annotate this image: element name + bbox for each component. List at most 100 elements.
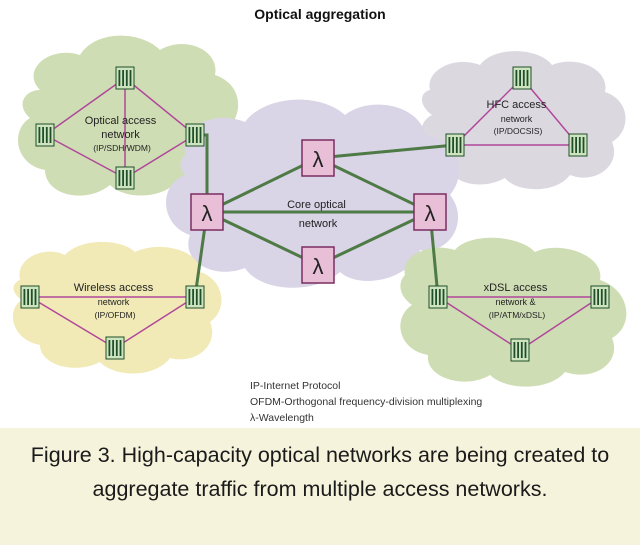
node-stripe — [112, 340, 114, 356]
xdsl-label: xDSL access network & (IP/ATM/xDSL) — [484, 282, 551, 320]
node-stripe — [49, 127, 52, 143]
node-hfc-top — [512, 66, 532, 90]
network-node-icon — [445, 133, 465, 157]
network-diagram: λ λ λ λ Optical access network (IP/SDH/W… — [12, 35, 627, 387]
link-xdsl-left-bottom — [437, 296, 521, 351]
lambda-switch-icon — [301, 246, 335, 284]
xdsl-cloud — [400, 237, 627, 387]
node-stripe — [593, 289, 596, 305]
node-stripe — [199, 289, 202, 305]
figure-caption: Figure 3. High-capacity optical networks… — [30, 443, 610, 501]
node-stripe — [122, 70, 124, 86]
node-stripe — [442, 289, 445, 305]
node-stripe — [604, 289, 607, 305]
lambda-switch-icon — [190, 193, 224, 231]
network-node-icon — [115, 66, 135, 90]
node-stripe — [42, 127, 44, 143]
link-core-top-right — [317, 156, 431, 214]
node-xdsl-left — [428, 285, 448, 309]
network-node-icon — [105, 336, 125, 360]
lambda-symbol: λ — [313, 147, 324, 172]
node-stripe — [115, 340, 118, 356]
node-stripe — [118, 70, 121, 86]
node-hfc-left — [445, 133, 465, 157]
node-stripe — [438, 289, 441, 305]
network-node-icon — [568, 133, 588, 157]
node-stripe — [515, 70, 518, 86]
diagram-title: Optical aggregation — [254, 6, 386, 22]
caption-band — [0, 428, 640, 545]
node-stripe — [122, 170, 124, 186]
wireless-label-line: Wireless access — [74, 282, 154, 294]
optical-access-label-line: (IP/SDH/WDM) — [93, 143, 151, 153]
node-stripe — [571, 137, 574, 153]
link-core-left-bottom — [206, 210, 319, 267]
xdsl-label-line: xDSL access — [484, 282, 548, 294]
link-oa-top-right — [124, 77, 196, 136]
node-stripe — [23, 289, 26, 305]
node-stripe — [517, 342, 519, 358]
access-links — [29, 77, 601, 351]
network-node-icon — [510, 338, 530, 362]
node-stripe — [129, 170, 132, 186]
node-stripe — [195, 127, 198, 143]
node-stripe — [520, 342, 523, 358]
node-stripe — [452, 137, 454, 153]
legend-item-wavelength: λ-Wavelength — [250, 412, 314, 424]
legend-item-ofdm: OFDM-Orthogonal frequency-division multi… — [250, 396, 483, 408]
node-oa-left — [35, 123, 55, 147]
network-node-icon — [512, 66, 532, 90]
link-trunk-hfc — [317, 143, 456, 160]
core-label: Core optical network — [287, 199, 349, 230]
node-wl-left — [20, 285, 40, 309]
hfc-label-line: (IP/DOCSIS) — [494, 126, 543, 136]
node-stripe — [188, 289, 191, 305]
node-stripe — [192, 289, 194, 305]
lambda-symbol: λ — [202, 201, 213, 226]
node-stripe — [578, 137, 581, 153]
wireless-label-line: network — [98, 297, 130, 307]
node-oa-right — [185, 123, 205, 147]
node-stripe — [526, 70, 529, 86]
optical-access-label-line: Optical access — [85, 115, 157, 127]
node-stripe — [199, 127, 202, 143]
node-xdsl-bottom — [510, 338, 530, 362]
node-stripe — [192, 127, 194, 143]
hfc-label-line: network — [501, 114, 533, 124]
node-stripe — [431, 289, 434, 305]
node-stripe — [27, 289, 29, 305]
lambda-switch-top: λ — [301, 139, 335, 177]
optical-access-label: Optical access network (IP/SDH/WDM) — [85, 115, 160, 153]
hfc-label-line: HFC access — [487, 99, 547, 111]
network-node-icon — [185, 285, 205, 309]
node-stripe — [600, 289, 603, 305]
node-stripe — [45, 127, 48, 143]
xdsl-label-line: (IP/ATM/xDSL) — [489, 310, 546, 320]
node-stripe — [108, 340, 111, 356]
network-nodes — [20, 66, 610, 362]
wireless-label-line: (IP/OFDM) — [94, 310, 135, 320]
node-stripe — [435, 289, 437, 305]
node-stripe — [195, 289, 198, 305]
node-stripe — [188, 127, 191, 143]
lambda-switch-left: λ — [190, 193, 224, 231]
lambda-switch-bottom: λ — [301, 246, 335, 284]
lambda-switch-right: λ — [413, 193, 447, 231]
link-wl-left-bottom — [29, 296, 116, 349]
node-stripe — [38, 127, 41, 143]
core-optical-cloud — [166, 99, 460, 288]
node-stripe — [524, 342, 527, 358]
link-oa-top-left — [44, 77, 126, 136]
node-oa-bottom — [115, 166, 135, 190]
node-stripe — [575, 137, 577, 153]
node-hfc-right — [568, 133, 588, 157]
lambda-symbol: λ — [313, 254, 324, 279]
node-stripe — [519, 70, 521, 86]
link-hfc-top-left — [454, 77, 523, 146]
node-stripe — [119, 340, 122, 356]
lambda-switch-icon — [301, 139, 335, 177]
legend: IP-Internet Protocol OFDM-Orthogonal fre… — [250, 378, 482, 426]
node-stripe — [582, 137, 585, 153]
node-stripe — [129, 70, 132, 86]
link-xdsl-right-bottom — [519, 296, 601, 351]
